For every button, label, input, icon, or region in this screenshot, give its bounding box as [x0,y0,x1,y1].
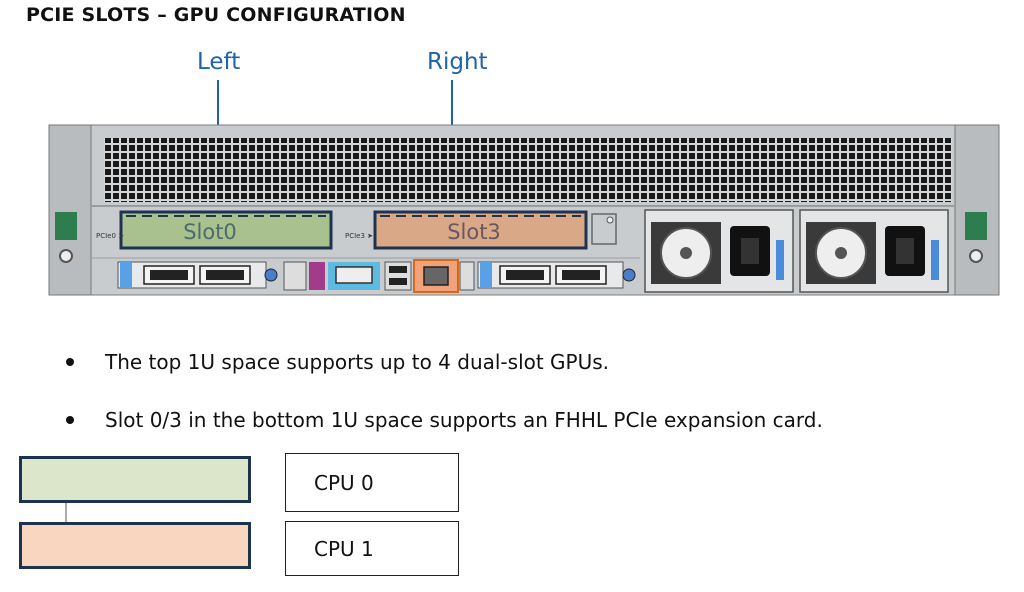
page-title: PCIE SLOTS – GPU CONFIGURATION [26,4,406,26]
legend-label-cpu0: CPU 0 [285,453,459,512]
bullet-item: Slot 0/3 in the bottom 1U space supports… [66,408,823,432]
bullet-text: Slot 0/3 in the bottom 1U space supports… [105,408,823,432]
legend-swatch-cpu1 [19,522,251,569]
psu-1 [644,209,794,293]
legend-text: CPU 0 [314,470,374,495]
slot3 [373,210,588,250]
psu-2 [799,209,949,293]
legend-swatch-cpu0 [19,456,251,503]
legend-text: CPU 1 [314,536,374,561]
ocp-card-left [117,261,267,289]
bullet-dot [66,415,74,424]
top-vent-grid [104,138,952,202]
bullet-item: The top 1U space supports up to 4 dual-s… [66,350,609,374]
pcie0-tag: PCIe0 ➤ [96,232,124,240]
right-ear [954,124,1000,296]
bullet-dot [66,357,74,366]
io-ports [283,259,475,293]
slot0 [119,210,333,250]
bullet-text: The top 1U space supports up to 4 dual-s… [105,350,610,374]
slot0-label: Slot0 [183,220,237,244]
callout-left-label: Left [197,49,241,75]
pcie3-tag: PCIe3 ➤ [345,232,373,240]
callout-right-label: Right [427,49,488,75]
legend-label-cpu1: CPU 1 [285,521,459,576]
left-ear [48,124,92,296]
slot3-label: Slot3 [447,220,501,244]
ocp-card-right [477,261,624,289]
